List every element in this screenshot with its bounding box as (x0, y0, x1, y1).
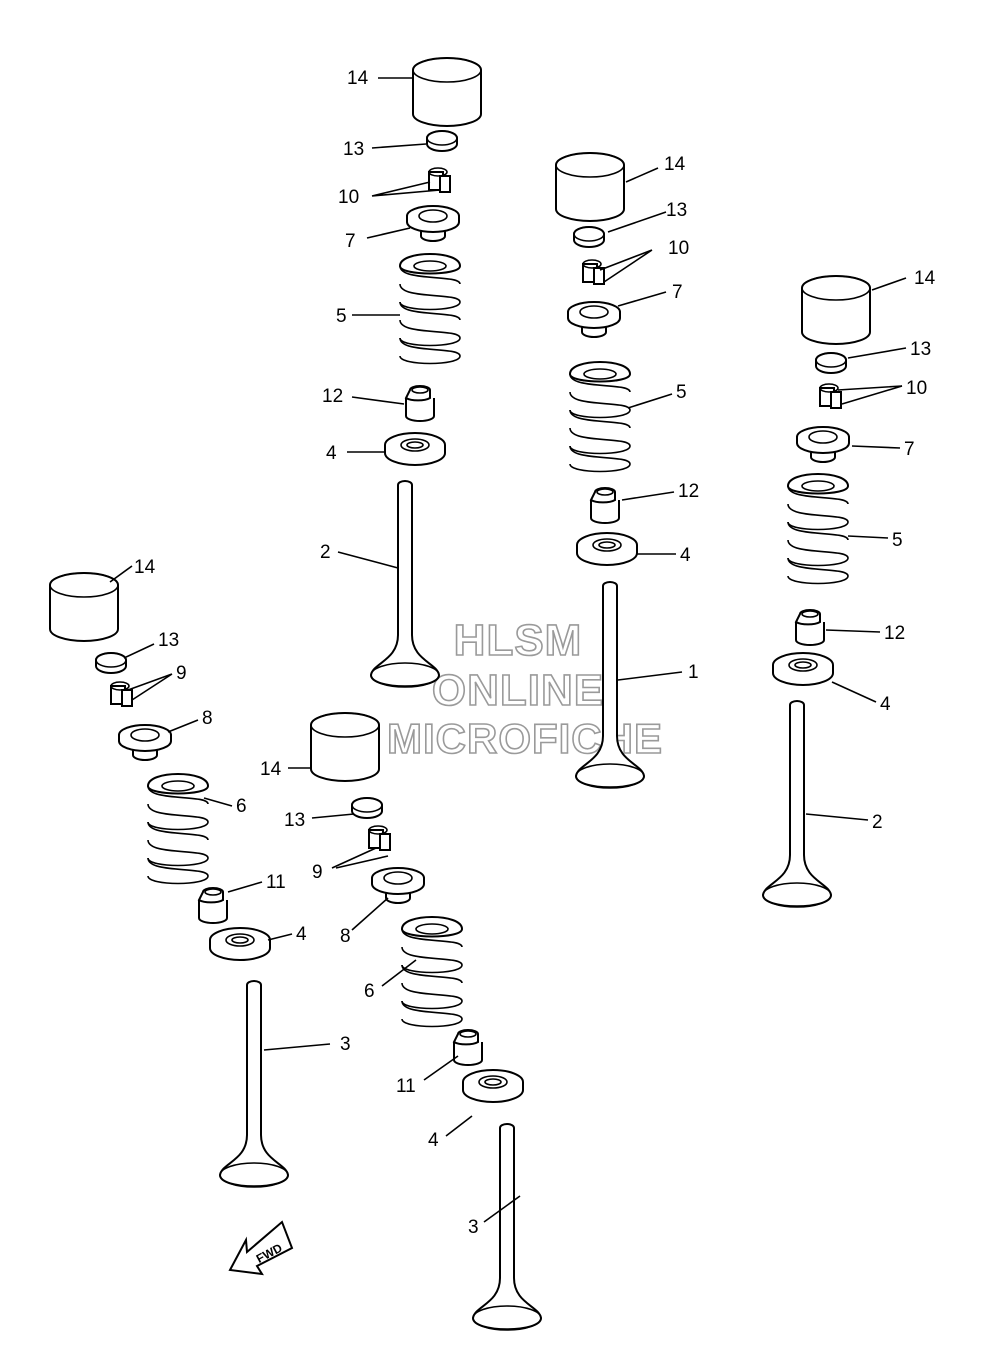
valve-spring (569, 361, 631, 473)
adjusting-pad (815, 352, 847, 374)
watermark-line2: ONLINE (432, 666, 604, 715)
part-label-8: 8 (202, 708, 213, 729)
valve-stem-seal (198, 887, 228, 924)
part-label-14: 14 (134, 557, 156, 578)
spring-seat (209, 927, 271, 961)
valve (219, 980, 289, 1188)
part-label-12: 12 (322, 386, 343, 407)
part-label-12: 12 (678, 481, 699, 502)
valve-cotter (819, 383, 842, 409)
part-label-13: 13 (343, 139, 364, 160)
part-label-14: 14 (347, 68, 369, 89)
part-label-2: 2 (872, 812, 883, 833)
valve-assembly-a: 14 13 10 7 5 12 4 2 (320, 57, 482, 688)
part-label-5: 5 (676, 382, 687, 403)
part-label-14: 14 (914, 268, 936, 289)
valve-cotter (582, 259, 605, 285)
part-label-10: 10 (338, 187, 359, 208)
part-label-7: 7 (345, 231, 356, 252)
valve-cotter (110, 681, 133, 707)
part-label-14: 14 (664, 154, 686, 175)
part-label-4: 4 (680, 545, 691, 566)
part-label-11: 11 (266, 872, 286, 893)
valve-spring (787, 473, 849, 585)
part-label-3: 3 (340, 1034, 351, 1055)
spring-seat (462, 1069, 524, 1103)
watermark-line1: HLSM (454, 616, 583, 665)
part-label-5: 5 (336, 306, 347, 327)
valve-stem-seal (590, 487, 620, 524)
part-label-9: 9 (176, 663, 187, 684)
valve-stem-seal (405, 385, 435, 422)
valve-stem-seal (795, 609, 825, 646)
valve-cotter (368, 825, 391, 851)
valve-assembly-e: 14 13 9 8 6 11 4 3 (260, 712, 542, 1331)
spring-retainer (567, 301, 621, 338)
valve-lifter (310, 712, 380, 782)
part-label-1: 1 (688, 662, 699, 683)
adjusting-pad (95, 652, 127, 674)
part-label-12: 12 (884, 623, 905, 644)
valve-cotter (428, 167, 451, 193)
part-label-9: 9 (312, 862, 323, 883)
adjusting-pad (351, 797, 383, 819)
valve-assembly-b: 14 13 10 7 5 12 4 1 (555, 152, 699, 789)
spring-retainer (796, 426, 850, 463)
spring-retainer (371, 867, 425, 904)
valve (472, 1123, 542, 1331)
part-label-3: 3 (468, 1217, 479, 1238)
part-label-11: 11 (396, 1076, 416, 1097)
part-label-5: 5 (892, 530, 903, 551)
part-label-8: 8 (340, 926, 351, 947)
watermark: HLSM ONLINE MICROFICHE (386, 615, 663, 763)
valve-spring (399, 253, 461, 365)
spring-retainer (406, 205, 460, 242)
part-label-4: 4 (880, 694, 891, 715)
part-label-13: 13 (158, 630, 179, 651)
valve-lifter (49, 572, 119, 642)
part-label-14: 14 (260, 759, 282, 780)
part-label-7: 7 (672, 282, 683, 303)
valve-stem-seal (453, 1029, 483, 1066)
part-label-7: 7 (904, 439, 915, 460)
part-label-4: 4 (326, 443, 337, 464)
valve-assembly-c: 14 13 10 7 5 12 4 2 (762, 268, 936, 908)
adjusting-pad (426, 130, 458, 152)
part-label-10: 10 (668, 238, 689, 259)
valve-lifter (555, 152, 625, 222)
valve-spring (147, 773, 209, 885)
spring-seat (576, 532, 638, 566)
part-label-4: 4 (428, 1130, 439, 1151)
part-label-13: 13 (666, 200, 687, 221)
part-label-6: 6 (364, 981, 375, 1002)
fwd-direction-arrow: FWD (228, 1220, 294, 1276)
part-label-6: 6 (236, 796, 247, 817)
part-label-13: 13 (910, 339, 931, 360)
spring-seat (384, 432, 446, 466)
part-label-2: 2 (320, 542, 331, 563)
valve (762, 700, 832, 908)
part-label-13: 13 (284, 810, 305, 831)
adjusting-pad (573, 226, 605, 248)
arrow-left-down-icon (228, 1220, 294, 1276)
valve-lifter (412, 57, 482, 127)
spring-seat (772, 652, 834, 686)
valve-lifter (801, 275, 871, 345)
valve (370, 480, 440, 688)
part-label-4: 4 (296, 924, 307, 945)
part-label-10: 10 (906, 378, 927, 399)
valve-assembly-d: 14 13 9 8 6 11 4 3 (49, 557, 351, 1188)
spring-retainer (118, 724, 172, 761)
valve-spring (401, 916, 463, 1028)
